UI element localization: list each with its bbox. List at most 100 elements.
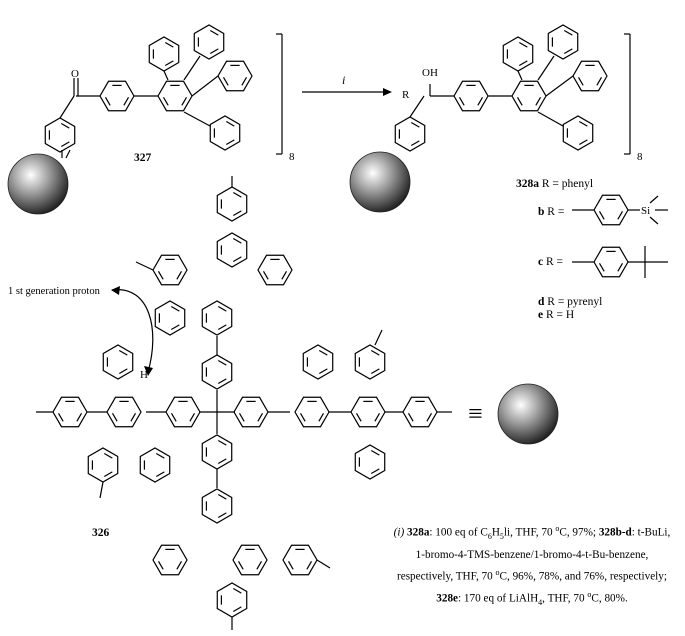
double-bond — [217, 458, 227, 465]
cond-328a: 328a — [407, 526, 430, 539]
double-bond — [123, 96, 130, 106]
double-bond — [60, 122, 70, 129]
double-bond — [237, 560, 244, 570]
compound-c-letter: c — [538, 256, 544, 268]
benzene-ring — [562, 115, 594, 151]
repeat-count-subscript: 8 — [637, 151, 643, 163]
compound-d-label: d R = pyrenyl — [538, 296, 602, 308]
double-bond — [281, 270, 288, 280]
chemical-structures — [7, 24, 668, 630]
double-bond — [225, 120, 235, 127]
double-bond — [370, 368, 380, 375]
polymer-bead — [497, 383, 559, 445]
double-bond — [209, 29, 219, 36]
bond — [374, 329, 383, 346]
compound-326-label: 326 — [92, 527, 110, 539]
double-bond — [518, 41, 528, 48]
double-bond — [232, 606, 242, 613]
benzene-ring — [139, 447, 171, 483]
double-bond — [426, 412, 433, 422]
benzene-ring — [354, 444, 386, 480]
double-bond — [617, 262, 624, 272]
compound-328a-label: 328a R = phenyl — [516, 178, 593, 190]
bond — [517, 70, 523, 81]
double-bond — [103, 471, 113, 478]
benzene-ring — [216, 186, 248, 222]
benzene-ring — [282, 544, 318, 576]
compound-b-letter: b — [538, 206, 545, 218]
double-bond — [57, 412, 64, 422]
double-bond — [535, 96, 542, 106]
benzene-ring — [593, 194, 629, 226]
double-bond — [596, 76, 603, 86]
double-bond — [578, 120, 588, 127]
cond-deg2: o — [495, 567, 500, 577]
polymer-bead — [349, 151, 411, 213]
cond-deg3: o — [587, 589, 592, 599]
double-bond — [164, 41, 174, 48]
cond-deg1: o — [555, 524, 560, 533]
proton-pointer-arrowhead — [144, 366, 153, 376]
proton-pointer-arrowhead — [111, 286, 120, 295]
benzene-ring — [511, 80, 547, 112]
compound-c-label: c R = — [538, 256, 563, 268]
equivalence-symbol: ≡ — [468, 399, 483, 428]
proton-pointer-arrow — [111, 289, 154, 373]
double-bond — [111, 412, 118, 422]
double-bond — [578, 139, 588, 146]
double-bond — [176, 270, 183, 280]
double-bond — [170, 324, 180, 331]
double-bond — [256, 560, 263, 570]
double-bond — [232, 210, 242, 217]
cond-328e: 328e — [436, 592, 458, 605]
silicon-atom-label: Si — [641, 205, 650, 217]
double-bond — [287, 560, 294, 570]
double-bond — [181, 96, 188, 106]
compound-b-r-eq: R = — [547, 206, 565, 218]
double-bond — [577, 76, 584, 86]
double-bond — [130, 412, 137, 422]
double-bond — [118, 349, 128, 356]
benzene-ring — [44, 117, 76, 153]
double-bond — [370, 449, 380, 456]
benzene-ring — [354, 344, 386, 380]
benzene-ring — [294, 396, 330, 428]
cond-t2: H — [491, 526, 500, 539]
bond — [99, 481, 104, 499]
hydroxyl-label: OH — [422, 67, 438, 79]
double-bond — [516, 96, 523, 106]
benzene-ring — [157, 80, 193, 112]
benzene-ring — [233, 396, 269, 428]
benzene-ring — [232, 544, 268, 576]
cond-328bd: 328b-d — [598, 526, 632, 539]
first-generation-proton-label: 1 st generation proton — [8, 286, 101, 297]
double-bond — [157, 270, 164, 280]
cond-s3: 4 — [538, 597, 543, 607]
double-bond — [170, 412, 177, 422]
double-bond — [217, 378, 227, 385]
bond — [409, 95, 425, 118]
compound-e-label: e R = H — [538, 309, 574, 321]
r-group-label: R — [402, 89, 410, 101]
cond-t4: C, 97%; — [559, 526, 599, 539]
cond-t8: , THF, 70 — [542, 592, 588, 605]
benzene-ring — [547, 24, 579, 60]
double-bond — [157, 560, 164, 570]
double-bond — [306, 560, 313, 570]
double-bond — [217, 359, 227, 366]
bond — [191, 75, 219, 97]
reaction-arrowhead — [383, 88, 392, 96]
double-bond — [458, 96, 465, 106]
benzene-ring — [302, 344, 334, 380]
cond-s1: 6 — [487, 531, 492, 541]
double-bond — [299, 412, 306, 422]
cond-t9: C, 80%. — [591, 592, 628, 605]
double-bond — [598, 262, 605, 272]
double-bond — [238, 412, 245, 422]
double-bond — [217, 305, 227, 312]
compound-c-r-eq: R = — [545, 256, 564, 268]
double-bond — [104, 96, 111, 106]
double-bond — [374, 412, 381, 422]
cond-s2: 5 — [499, 531, 504, 541]
